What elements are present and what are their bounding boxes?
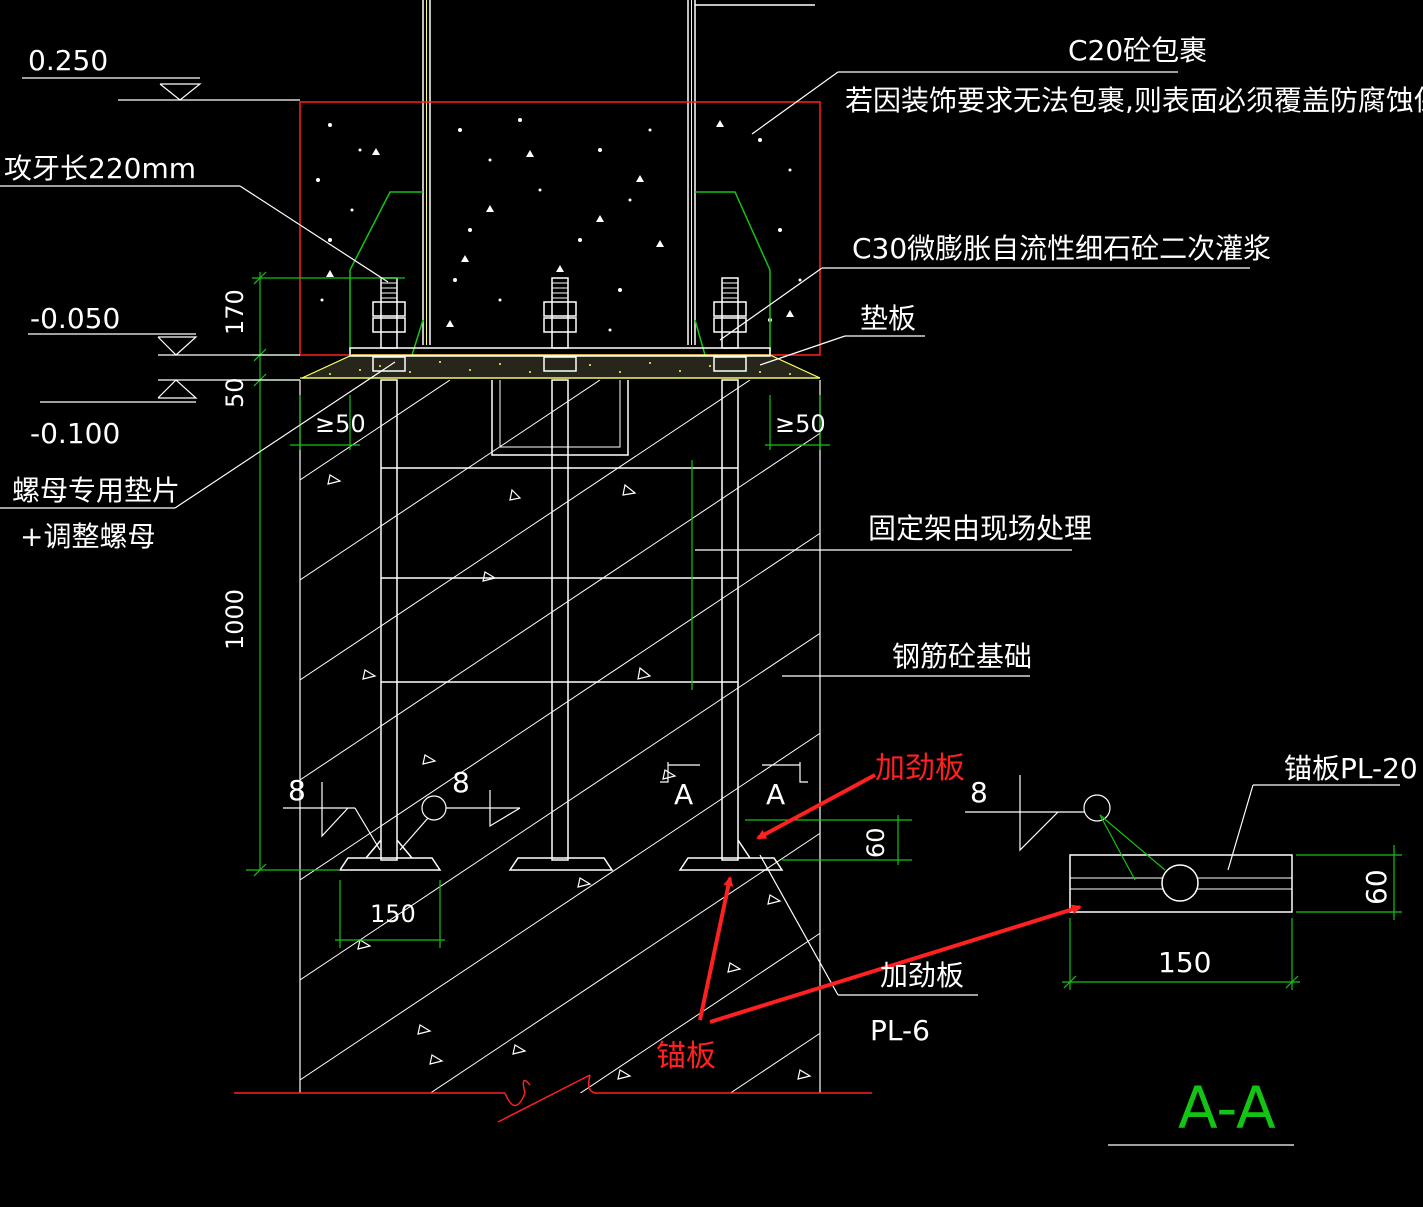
label-thread-length: 攻牙长220mm	[4, 152, 196, 185]
dim-150: 150	[370, 900, 416, 928]
label-corrosion-note: 若因装饰要求无法包裹,则表面必须覆盖防腐蚀保护层	[845, 84, 1423, 117]
section-mark-left: A	[674, 778, 693, 811]
anchor-plate-detail	[965, 775, 1402, 990]
weld-symbols	[283, 762, 808, 851]
dim-ge50-right: ≥50	[775, 410, 826, 438]
bolt-threads	[381, 282, 738, 299]
dim-1000: 1000	[221, 589, 249, 650]
elevation-middle: -0.050	[30, 302, 120, 335]
label-anchor-plate-pl: 锚板PL-20	[1284, 752, 1418, 785]
label-grout: C30微膨胀自流性细石砼二次灌浆	[852, 232, 1271, 265]
column-web-lines	[426, 0, 692, 345]
section-mark-right: A	[766, 778, 785, 811]
annotation-arrows	[698, 773, 1082, 1024]
weld-size-left: 8	[288, 774, 306, 807]
weld-size-detail: 8	[970, 776, 988, 809]
column-flange-lines	[422, 0, 815, 345]
weld-size-middle: 8	[452, 766, 470, 799]
label-rc-foundation: 钢筋砼基础	[892, 640, 1032, 673]
ground-break-line	[234, 1074, 872, 1123]
anchor-bolts	[338, 277, 784, 871]
dim-50: 50	[221, 377, 249, 408]
shear-key	[491, 380, 629, 456]
elevation-top: 0.250	[28, 44, 108, 77]
rc-foundation-body	[234, 377, 872, 1123]
concrete-encasement	[299, 101, 821, 356]
label-shim-plate: 垫板	[860, 302, 916, 335]
annotation-stiffener: 加劲板	[875, 751, 965, 786]
label-stiffener: 加劲板	[880, 959, 964, 992]
label-nut-washer-line2: +调整螺母	[20, 520, 155, 553]
dim-170: 170	[221, 289, 249, 335]
foundation-hatch	[300, 380, 820, 1093]
label-nut-washer-line1: 螺母专用垫片	[12, 474, 180, 507]
annotation-anchor-plate: 锚板	[656, 1039, 716, 1074]
dim-60: 60	[862, 827, 890, 858]
label-fixed-frame: 固定架由现场处理	[868, 512, 1092, 545]
grout-layer	[301, 354, 821, 379]
dim-ge50-left: ≥50	[315, 410, 366, 438]
detail-dim-150: 150	[1158, 946, 1211, 979]
elevation-bottom: -0.100	[30, 417, 120, 450]
aggregate-marks	[327, 474, 812, 1080]
leader-lines	[0, 71, 1294, 1146]
label-concrete-encasement: C20砼包裹	[1068, 34, 1207, 67]
label-stiffener-plate: PL-6	[870, 1014, 930, 1047]
concrete-speckle	[316, 118, 802, 332]
column-base-haunch	[349, 191, 771, 356]
section-title: A-A	[1178, 1074, 1276, 1142]
detail-dim-60: 60	[1360, 869, 1393, 905]
